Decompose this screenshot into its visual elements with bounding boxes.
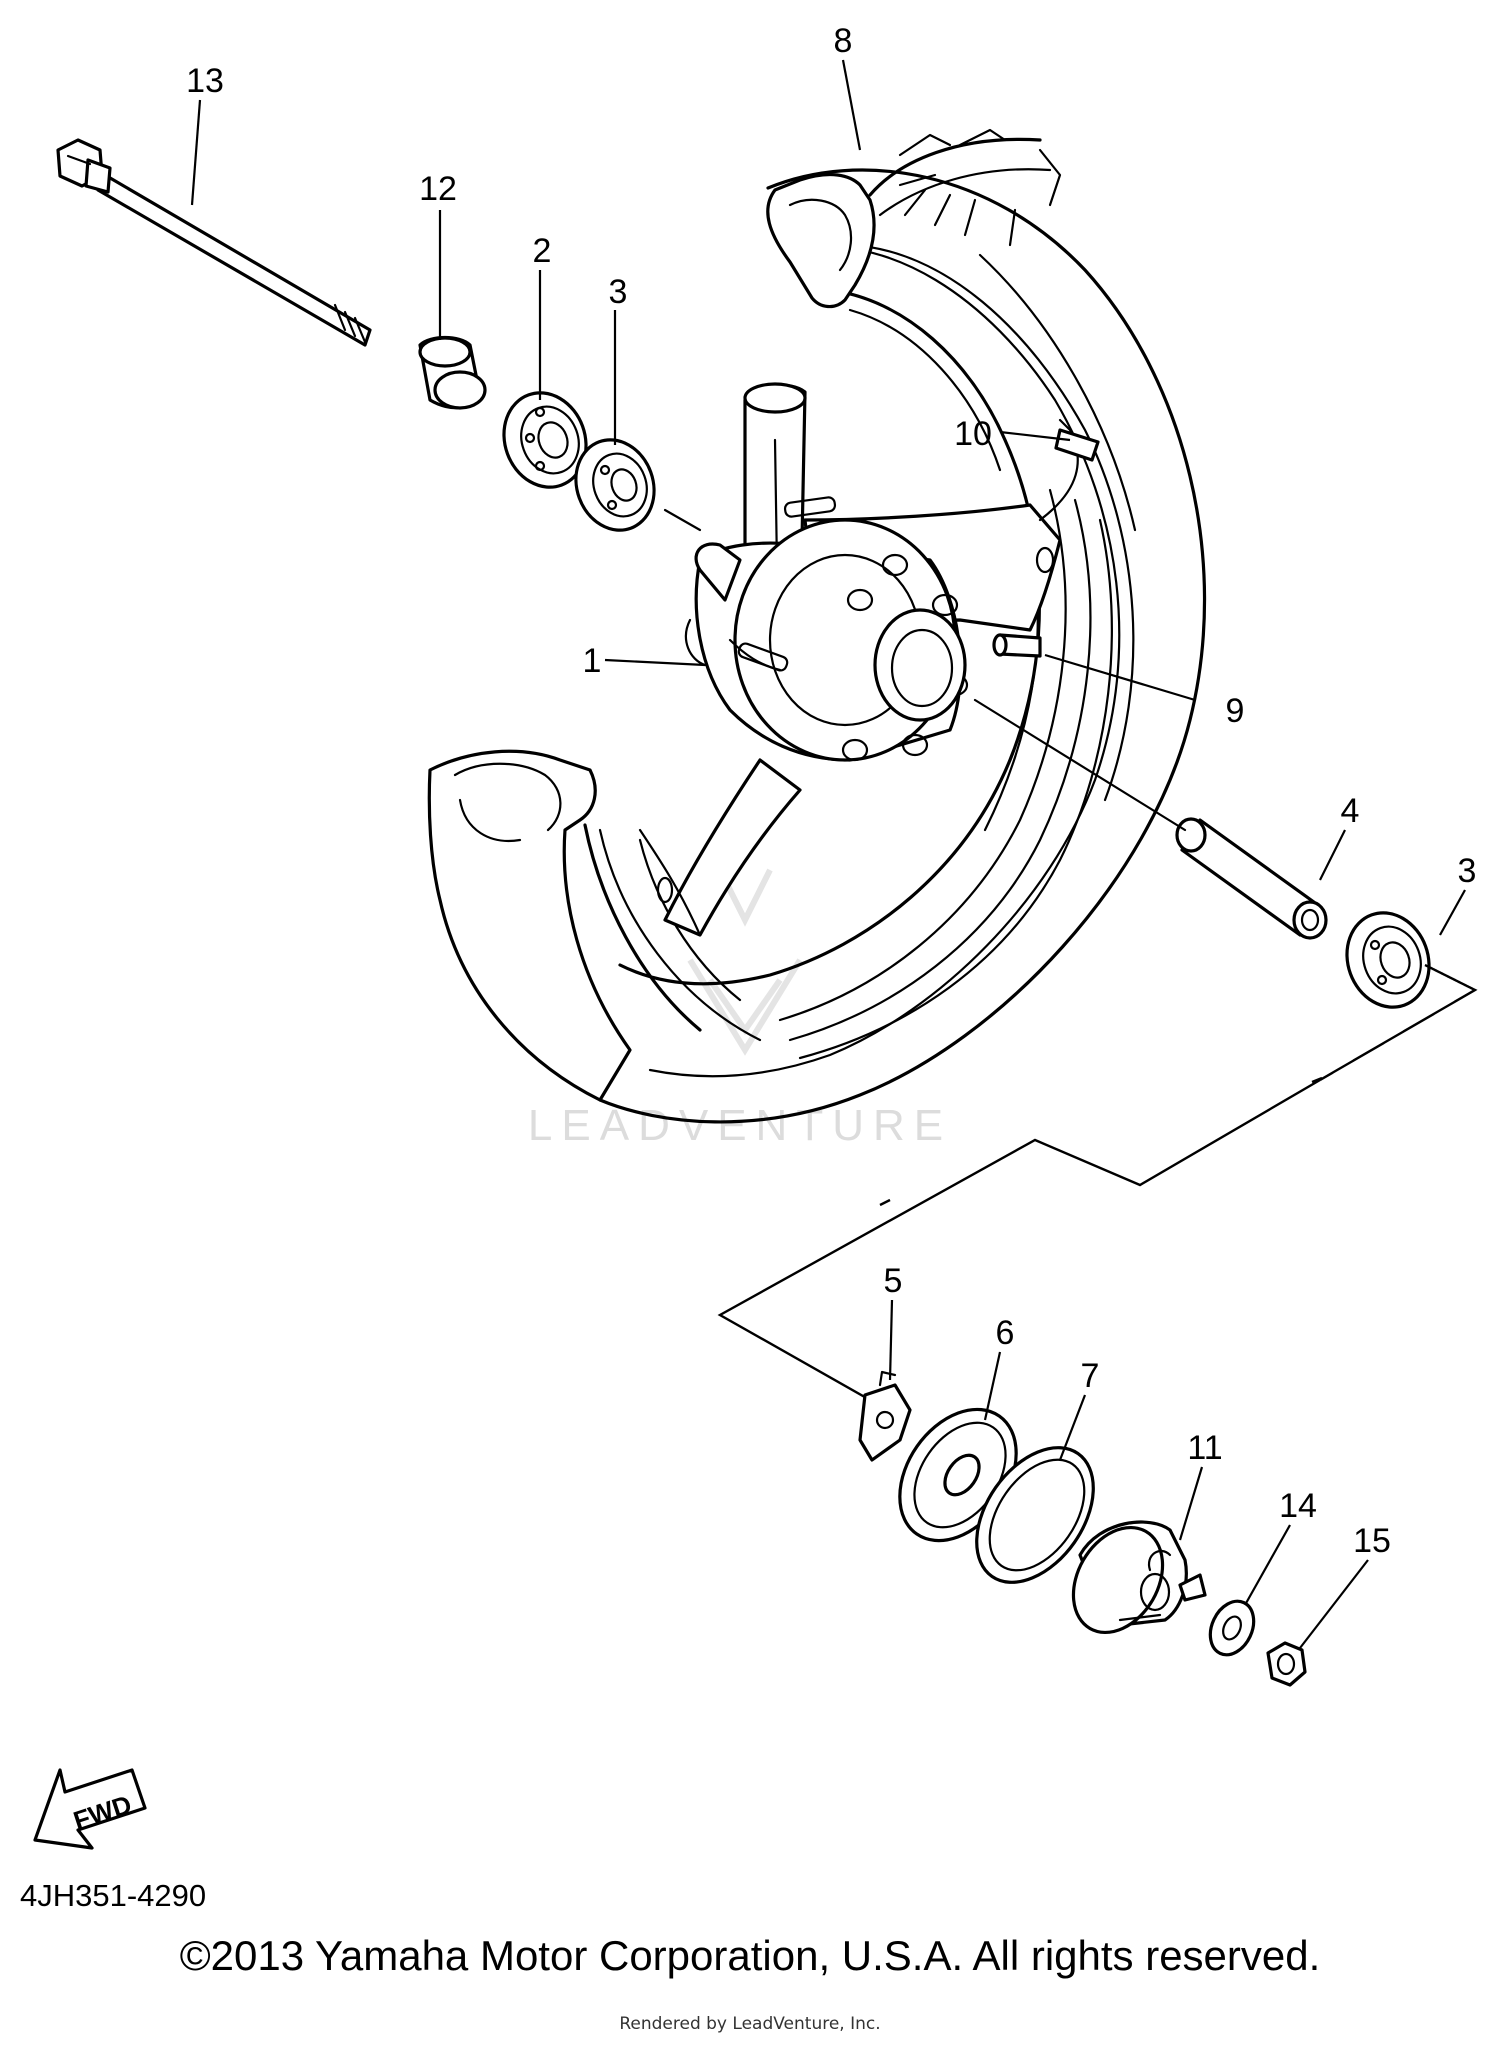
watermark-text: LEADVENTURE [528, 1101, 952, 1150]
rendered-by-credit: Rendered by LeadVenture, Inc. [619, 2014, 881, 2034]
callout-numbers: 13 12 2 3 8 10 9 1 4 3 5 6 7 11 14 15 [186, 22, 1476, 1560]
wheel-hub [638, 382, 1079, 937]
assembly-line-left [663, 508, 702, 532]
forward-arrow-icon: FWD [33, 1768, 147, 1850]
callout-11: 11 [1187, 1429, 1222, 1467]
callout-8: 8 [834, 22, 853, 60]
wheel-tire [427, 128, 1207, 1124]
front-axle [56, 138, 372, 347]
callout-3-left: 3 [609, 273, 628, 311]
bearing-2 [502, 391, 588, 489]
diagram-code: 4JH351-4290 [20, 1878, 207, 1913]
wheel-spacer [1175, 817, 1328, 940]
callout-10: 10 [954, 415, 992, 453]
callout-9: 9 [1226, 692, 1245, 730]
o-ring [975, 1446, 1095, 1584]
axle-nut [1266, 1641, 1307, 1687]
callout-6: 6 [996, 1314, 1015, 1352]
retainer-5 [858, 1370, 912, 1462]
callout-2: 2 [533, 232, 552, 270]
bearing-3-right [1345, 911, 1431, 1009]
callout-14: 14 [1279, 1487, 1317, 1525]
bearing-3-left [574, 438, 656, 532]
callout-leaders [190, 59, 1466, 1649]
exploded-group-frame [717, 963, 1478, 1407]
callout-3-right: 3 [1458, 852, 1477, 890]
copyright-notice: ©2013 Yamaha Motor Corporation, U.S.A. A… [179, 1932, 1321, 1979]
callout-12: 12 [419, 170, 457, 208]
callout-15: 15 [1353, 1522, 1391, 1560]
axle-collar [418, 335, 487, 410]
callout-5: 5 [884, 1262, 903, 1300]
valve-stem [992, 633, 1042, 658]
callout-1: 1 [583, 642, 602, 680]
callout-7: 7 [1081, 1357, 1100, 1395]
balance-weight [1054, 428, 1100, 462]
callout-13: 13 [186, 62, 224, 100]
meter-gear-unit [1071, 1520, 1207, 1635]
callout-4: 4 [1341, 792, 1360, 830]
assembly-line-right [973, 698, 1187, 832]
washer [1208, 1599, 1256, 1657]
